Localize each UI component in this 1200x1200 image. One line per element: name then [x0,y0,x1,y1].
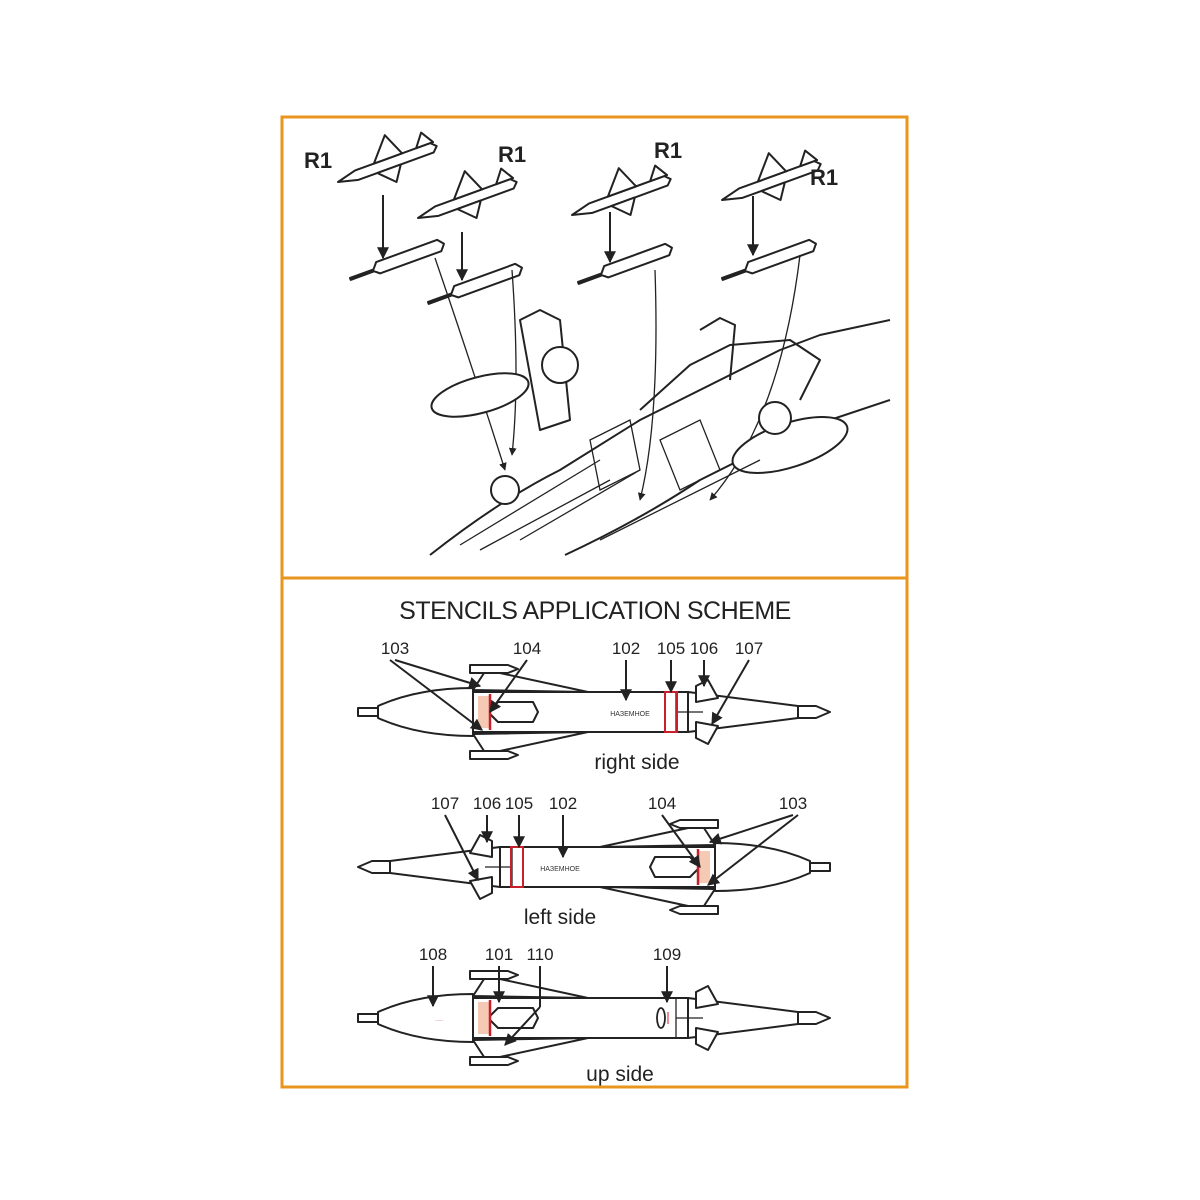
callout-108: 108 [419,945,447,964]
svg-text:····: ···· [435,1018,443,1024]
callout-102: 102 [549,794,577,813]
caption-left-side: left side [524,906,596,929]
assembly-illustration: R1 R1 R1 R1 [304,131,891,556]
callout-107: 107 [431,794,459,813]
caption-up-side: up side [586,1063,654,1086]
missile-r1-3 [571,164,672,216]
callout-102: 102 [612,639,640,658]
callout-103: 103 [779,794,807,813]
launch-rail-3 [577,242,673,285]
callout-109: 109 [653,945,681,964]
part-label-r1: R1 [810,165,838,190]
left-side-view: НАЗЕМНОЕ 107 106 105 102 104 103 left si… [356,794,832,929]
caption-right-side: right side [594,751,679,774]
missile-r1-2 [417,167,518,219]
right-side-view: НАЗЕМНОЕ 103 104 102 105 106 107 right s… [356,639,832,774]
stencil-102: НАЗЕМНОЕ [610,711,650,718]
callout-103: 103 [381,639,409,658]
callout-110: 110 [526,945,553,964]
callout-104: 104 [513,639,541,658]
part-label-r1: R1 [304,148,332,173]
callout-106: 106 [473,794,501,813]
part-label-r1: R1 [498,142,526,167]
launch-rail-1 [349,238,445,281]
callout-104: 104 [648,794,676,813]
callout-101: 101 [485,945,513,964]
scheme-title: STENCILS APPLICATION SCHEME [399,597,791,625]
callout-105: 105 [505,794,533,813]
missile-r1-1 [337,131,438,183]
missile-r1-4 [721,149,822,201]
launch-rail-4 [721,238,817,281]
up-side-view: ···· 108 101 110 109 up side [356,945,832,1086]
callout-107: 107 [735,639,763,658]
frame-border [280,115,909,1089]
part-label-r1: R1 [654,138,682,163]
aircraft-outline [429,309,891,556]
callout-106: 106 [690,639,718,658]
stencil-102: НАЗЕМНОЕ [540,866,580,873]
launch-rail-2 [427,262,523,305]
callout-105: 105 [657,639,685,658]
